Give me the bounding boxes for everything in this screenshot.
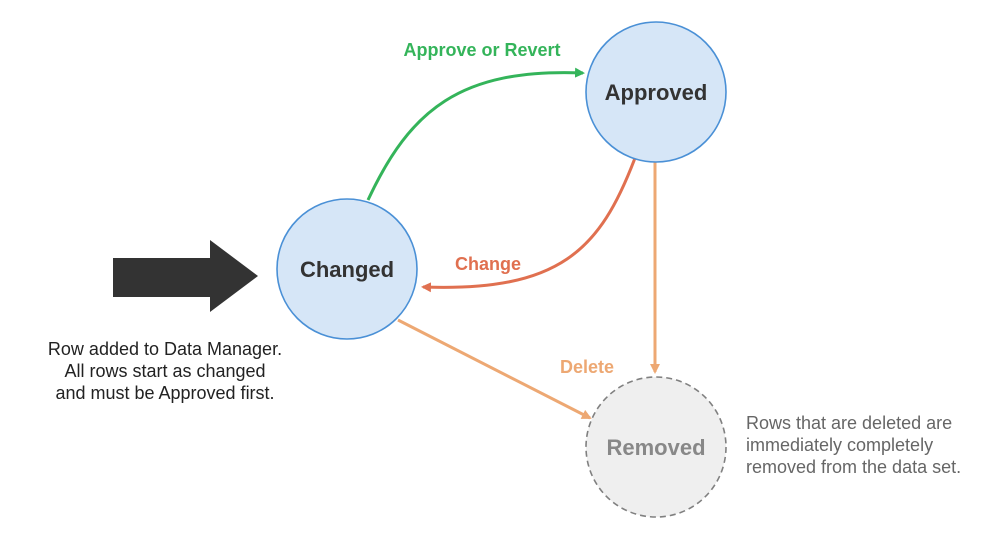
note-row-added-line: All rows start as changed [64, 361, 266, 381]
state-approved-circle [585, 21, 727, 163]
edge-label-approve-or-revert: Approve or Revert [403, 40, 560, 60]
state-approved-label: Approved [605, 80, 708, 105]
state-changed: Changed [276, 198, 418, 340]
state-removed-label: Removed [606, 435, 705, 460]
note-row-added-line: and must be Approved first. [55, 383, 275, 403]
state-removed-circle [585, 376, 727, 518]
note-rows-deleted-line: immediately completely [746, 435, 934, 455]
note-rows-deleted-line: removed from the data set. [746, 457, 962, 477]
note-rows-deleted: Rows that are deleted are immediately co… [746, 412, 996, 478]
note-row-added-line: Row added to Data Manager. [47, 339, 283, 359]
state-changed-circle [276, 198, 418, 340]
state-removed: Removed [585, 376, 727, 518]
state-changed-label: Changed [300, 257, 394, 282]
state-approved: Approved [585, 21, 727, 163]
note-row-added: Row added to Data Manager. All rows star… [20, 338, 310, 404]
edge-label-delete: Delete [560, 357, 614, 377]
edge-delete [397, 318, 592, 420]
note-rows-deleted-line: Rows that are deleted are [746, 413, 953, 433]
edge-change [421, 157, 637, 293]
edge-approve-or-revert [366, 67, 585, 201]
entry-arrow [113, 240, 258, 312]
edge-label-change: Change [455, 254, 521, 274]
